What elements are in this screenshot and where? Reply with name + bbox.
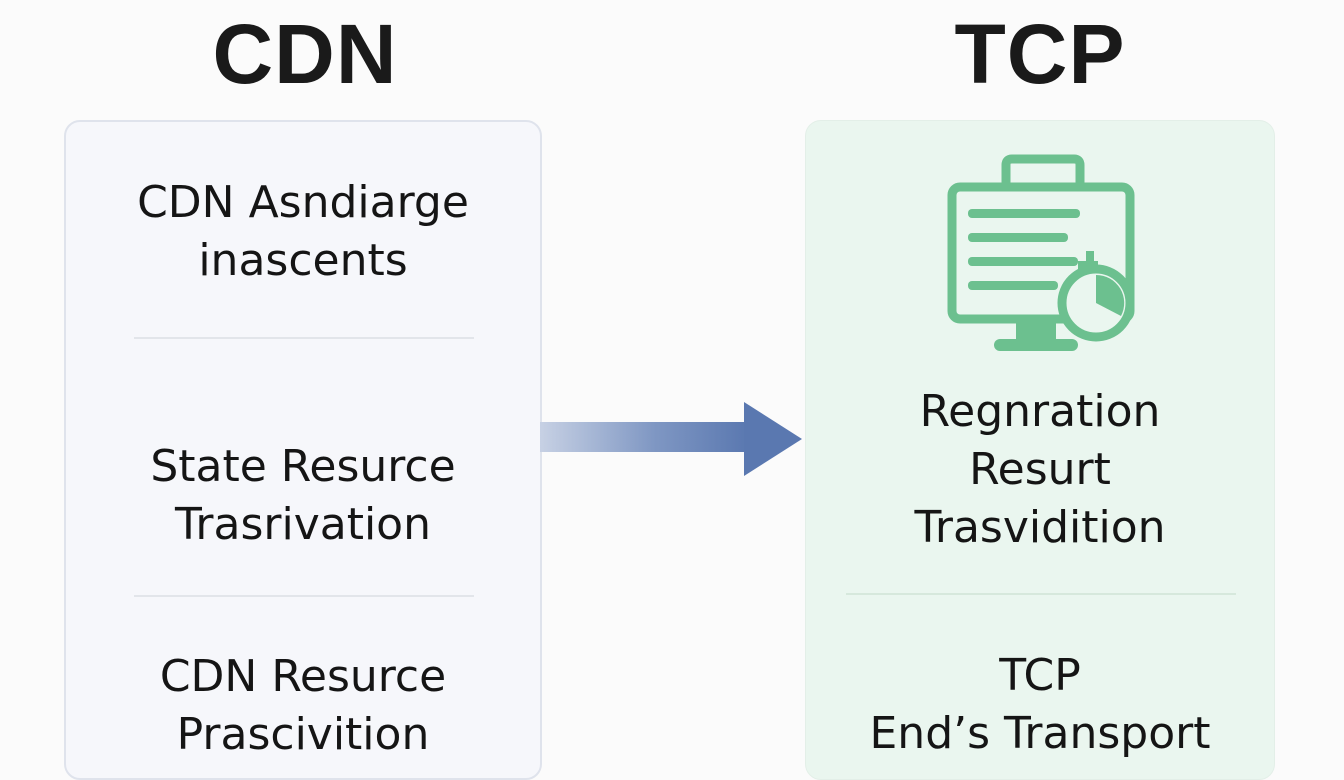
cdn-divider-1 — [134, 337, 474, 339]
tcp-item-1: Regnration Resurt Trasvidition — [806, 383, 1274, 557]
tcp-panel: Regnration Resurt Trasvidition TCP End’s… — [805, 120, 1275, 780]
cdn-item-1-line-1: CDN Asndiarge — [137, 177, 469, 228]
tcp-heading: TCP — [954, 7, 1126, 101]
monitor-report-icon — [947, 154, 1135, 351]
tcp-item-1-line-1: Regnration — [919, 386, 1161, 437]
tcp-item-2: TCP End’s Transport — [806, 647, 1274, 763]
cdn-heading: CDN — [212, 7, 398, 101]
cdn-item-1: CDN Asndiarge inascents — [66, 174, 540, 290]
tcp-item-2-line-2: End’s Transport — [869, 708, 1211, 759]
arrow-right-icon — [540, 402, 802, 476]
tcp-item-1-line-3: Trasvidition — [914, 502, 1166, 553]
cdn-panel: CDN Asndiarge inascents State Resurce Tr… — [64, 120, 542, 780]
tcp-item-2-line-1: TCP — [999, 650, 1081, 701]
cdn-item-2: State Resurce Trasrivation — [66, 438, 540, 554]
tcp-divider-1 — [846, 593, 1236, 595]
tcp-item-1-line-2: Resurt — [969, 444, 1111, 495]
cdn-item-3-line-1: CDN Resurce — [159, 651, 447, 702]
cdn-item-2-line-1: State Resurce — [150, 441, 456, 492]
cdn-item-3-line-2: Prascivition — [176, 709, 430, 760]
cdn-divider-2 — [134, 595, 474, 597]
cdn-item-3: CDN Resurce Prascivition — [66, 648, 540, 764]
cdn-item-2-line-2: Trasrivation — [175, 499, 431, 550]
cdn-item-1-line-2: inascents — [198, 235, 408, 286]
